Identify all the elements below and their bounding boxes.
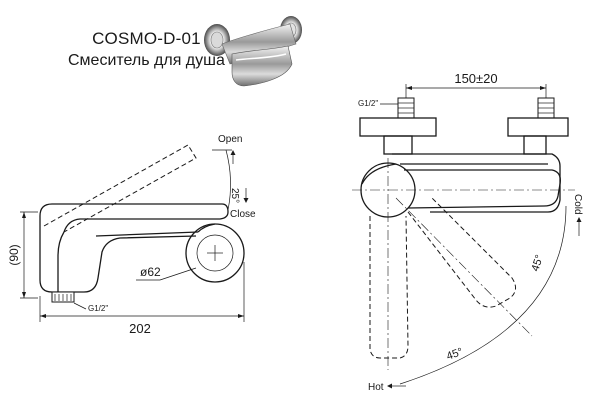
- product-photo: [204, 16, 302, 87]
- outlet-diameter-label: ø62: [140, 265, 161, 279]
- height-dimension-label: (90): [7, 244, 21, 265]
- cold-label: Cold: [572, 194, 583, 215]
- width-dimension-label: 202: [129, 321, 151, 336]
- hot-label: Hot: [368, 382, 384, 393]
- product-subtitle: Смеситель для душа: [68, 52, 225, 69]
- cold-angle-label: 45°: [529, 253, 546, 273]
- front-thread-label: G1/2": [358, 99, 378, 108]
- open-label: Open: [218, 134, 242, 145]
- hot-angle-label: 45°: [445, 346, 465, 363]
- front-view: 150±20 G1/2" Cold Hot 45° 45°: [352, 71, 583, 393]
- spacing-dimension-label: 150±20: [454, 71, 497, 86]
- handle-angle-label: 25°: [229, 188, 240, 203]
- close-label: Close: [230, 209, 256, 220]
- side-view: Open Close 25° (90) 202 ø62 G1/2": [7, 134, 256, 336]
- inlet-thread-label: G1/2": [88, 304, 108, 313]
- model-title: COSMO-D-01: [92, 29, 201, 48]
- title-block: COSMO-D-01 Смеситель для душа: [68, 28, 225, 72]
